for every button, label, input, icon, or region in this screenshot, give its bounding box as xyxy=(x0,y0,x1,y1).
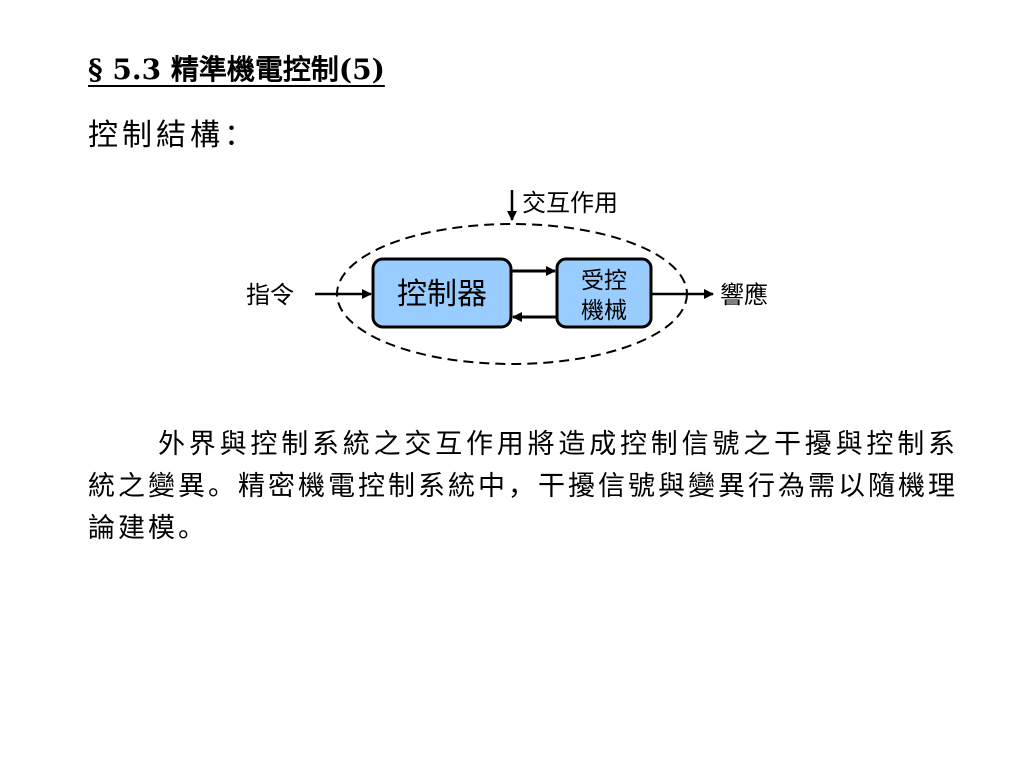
controller-label: 控制器 xyxy=(397,277,487,312)
section-heading: 控制結構： xyxy=(88,118,258,153)
controller-block xyxy=(371,257,513,329)
input-label: 指令 xyxy=(246,281,294,309)
plant-label-line2: 機械 xyxy=(581,298,627,324)
output-label: 響應 xyxy=(720,281,768,309)
plant-label-line1: 受控 xyxy=(581,268,627,294)
interaction-label: 交互作用 xyxy=(522,189,618,217)
body-paragraph: 外界與控制系統之交互作用將造成控制信號之干擾與控制系統之變異。精密機電控制系統中… xyxy=(88,429,958,544)
slide-title: § 5.3 精準機電控制(5) xyxy=(88,53,385,86)
